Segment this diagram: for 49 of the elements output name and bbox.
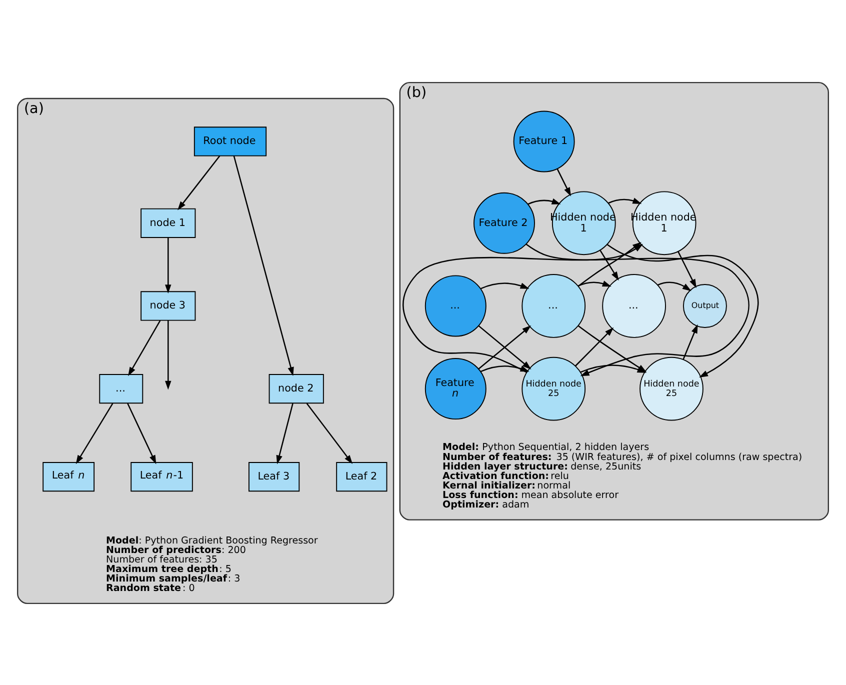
arrow <box>178 154 220 210</box>
arrow <box>76 402 114 464</box>
node-label: Number of features: 35 <box>106 554 218 566</box>
arrow <box>306 402 353 464</box>
arrow <box>165 320 172 390</box>
arrow <box>682 324 698 360</box>
node-label: Model: Python Sequential, 2 hidden layers <box>442 442 650 453</box>
arrow <box>657 281 692 291</box>
arrow <box>574 326 614 366</box>
node-circle: Feature 1 <box>513 110 575 172</box>
node-box: node 2 <box>268 373 324 404</box>
arrow <box>678 250 696 288</box>
node-circle: Feature n <box>424 358 486 420</box>
node-label: Hidden layer structure: dense, 25units <box>442 460 642 472</box>
arrow <box>480 282 530 289</box>
node-label: Optimizer: adam <box>442 499 530 510</box>
node-circle: Feature 2 <box>474 192 535 254</box>
node-box: node 1 <box>140 208 196 238</box>
arrow <box>606 243 759 377</box>
arrow <box>526 243 750 376</box>
node-circle: ... <box>424 274 486 336</box>
node-circle: Hidden node 25 <box>640 356 704 420</box>
node-label: Random state: 0 <box>106 582 195 594</box>
node-label: Number of features: 35 (WIR features), # of pixel columns (raw spectra) <box>442 451 802 462</box>
arrow <box>127 402 156 464</box>
arrow <box>165 237 172 294</box>
arrow <box>478 324 532 369</box>
node-label: Kernal initializer: normal <box>442 480 571 491</box>
arrow <box>276 402 294 464</box>
arrow <box>608 197 642 204</box>
arrow <box>128 320 161 376</box>
arrow <box>600 249 619 280</box>
node-label: Number of predictors: 200 <box>106 544 246 556</box>
arrow <box>233 155 294 376</box>
node-label: Model: Python Gradient Boosting Regressor <box>106 534 318 546</box>
node-label: Minimum samples/leaf: 3 <box>106 573 240 584</box>
node-box: Leaf n-1 <box>130 462 193 492</box>
node-box: ... <box>99 373 144 404</box>
arrow <box>578 280 612 286</box>
node-box: node 3 <box>140 290 196 320</box>
node-box: Root node <box>194 126 267 156</box>
node-label: Activation function: relu <box>442 470 569 482</box>
arrow <box>556 168 571 196</box>
arrow <box>528 198 561 204</box>
node-box: Leaf n <box>42 462 95 492</box>
node-box: Leaf 3 <box>248 462 300 492</box>
node-label: Maximum tree depth: 5 <box>106 564 232 575</box>
node-box: Leaf 2 <box>336 462 388 492</box>
node-label: Loss function: mean absolute error <box>442 489 619 500</box>
